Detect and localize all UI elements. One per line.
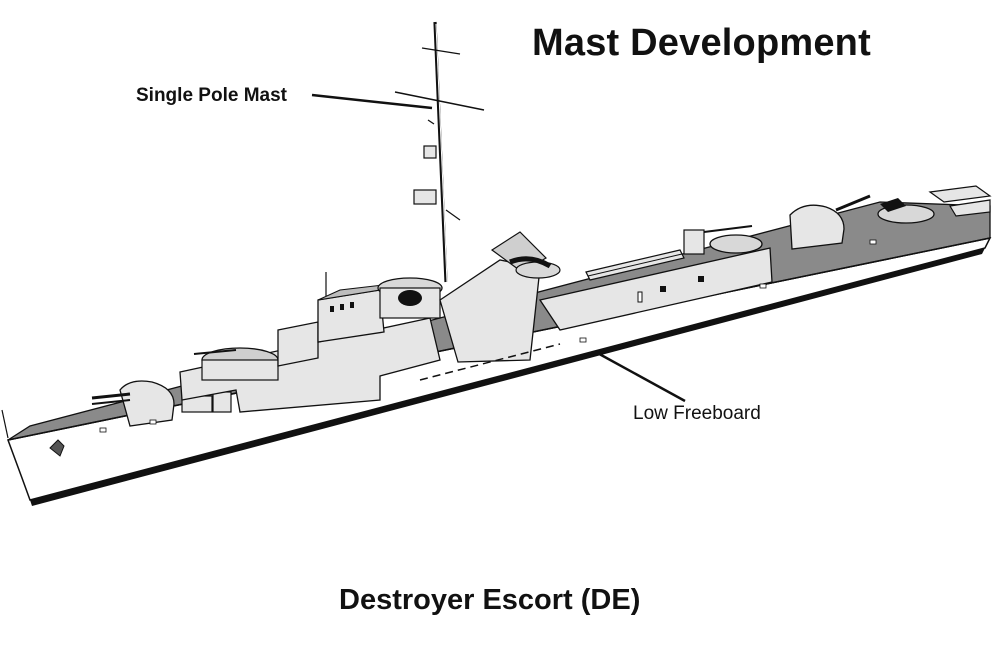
bollard-5 bbox=[869, 239, 877, 245]
callout-low-freeboard: Low Freeboard bbox=[633, 403, 761, 424]
mast-platform bbox=[413, 189, 437, 205]
mast-strut bbox=[445, 209, 461, 221]
freeboard-dashed-line bbox=[419, 343, 561, 381]
mast-highlight bbox=[435, 23, 448, 283]
leader-line-freeboard bbox=[591, 348, 686, 403]
leader-line-mast bbox=[311, 93, 433, 110]
director-hatch bbox=[398, 290, 422, 306]
anchor-icon bbox=[49, 439, 65, 457]
mast-fitting bbox=[427, 119, 435, 125]
aft-searchlight-base bbox=[683, 229, 705, 255]
forward-gun-mount bbox=[119, 380, 175, 427]
bridge-front bbox=[277, 321, 319, 367]
aft-deckhouse bbox=[538, 247, 773, 331]
aa-gun-forward bbox=[193, 349, 237, 355]
torpedo-tube-line bbox=[587, 253, 683, 277]
midship-tub bbox=[515, 261, 561, 279]
funnel-structure bbox=[439, 259, 541, 363]
bollard-2 bbox=[149, 419, 157, 425]
aft-gun-mount bbox=[789, 204, 845, 250]
bollard-4 bbox=[759, 283, 767, 289]
aft-aa-gun bbox=[703, 225, 753, 233]
depth-charge-rack-2 bbox=[949, 199, 991, 217]
aft-gun-barrel bbox=[835, 194, 871, 212]
mast-radar-box bbox=[423, 145, 437, 159]
superstructure bbox=[179, 317, 441, 413]
pilothouse-window-3 bbox=[350, 302, 354, 308]
single-pole-mast bbox=[433, 21, 448, 283]
waterline-stripe bbox=[30, 248, 985, 506]
bow-jackstaff bbox=[1, 409, 9, 439]
stern-aa-gun bbox=[880, 198, 906, 212]
depth-charge-rack bbox=[928, 185, 992, 203]
mast-yard bbox=[394, 91, 485, 111]
porthole-2 bbox=[698, 276, 704, 282]
diagram-title: Mast Development bbox=[532, 22, 871, 64]
diagram-caption: Destroyer Escort (DE) bbox=[339, 584, 641, 616]
forward-gun-barrel-2 bbox=[91, 399, 131, 405]
aft-gun-tub bbox=[709, 234, 763, 254]
porthole bbox=[660, 286, 666, 292]
deck-locker-2 bbox=[212, 391, 232, 413]
gun-tub-forward-side bbox=[201, 359, 279, 381]
door bbox=[637, 291, 643, 303]
bollard-3 bbox=[579, 337, 587, 343]
forward-gun-barrel bbox=[91, 392, 131, 400]
bollard bbox=[99, 427, 107, 433]
mast-yard-top bbox=[421, 47, 461, 55]
pilothouse-window bbox=[330, 306, 334, 312]
pilothouse-window-2 bbox=[340, 304, 344, 310]
midship-tub-rim bbox=[509, 256, 552, 269]
callout-single-pole-mast: Single Pole Mast bbox=[136, 85, 287, 106]
